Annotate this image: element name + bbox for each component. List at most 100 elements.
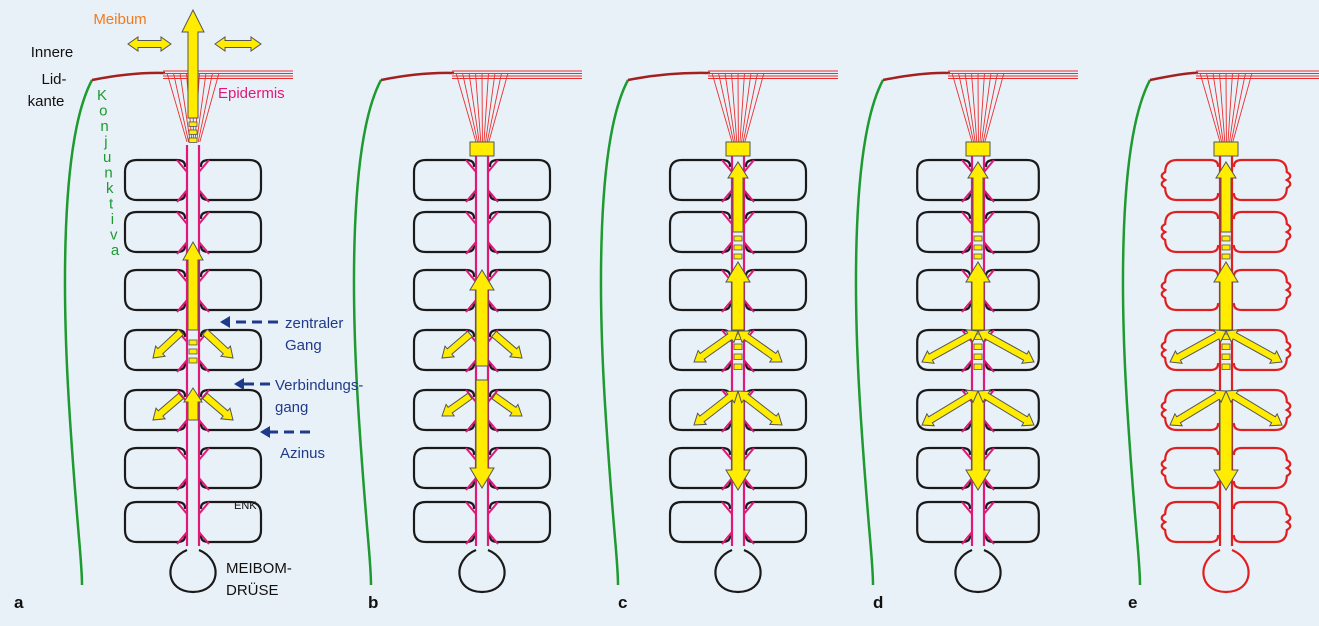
acinus [670, 330, 730, 370]
excretory-duct-line [965, 73, 975, 142]
meibum-arrow [922, 390, 978, 426]
meibum-arrow [492, 331, 522, 358]
meibum-arrow [153, 393, 183, 420]
meibum-arrow [203, 393, 233, 420]
excretory-duct-line [1233, 73, 1252, 142]
acinus [670, 270, 730, 310]
excretory-duct-line [1228, 73, 1233, 142]
acinus [125, 160, 185, 200]
conjunctiva-line [856, 80, 883, 585]
acinus [490, 212, 550, 252]
meibum-arrow [1214, 392, 1238, 490]
meibum-arrow [978, 390, 1034, 426]
excretory-duct-line [725, 73, 735, 142]
meibum-arrow [153, 329, 183, 358]
acinus [1162, 502, 1218, 542]
label-kante: kante [28, 93, 65, 110]
meibum-arrow [966, 392, 990, 490]
acinus [917, 212, 970, 252]
acinus [490, 448, 550, 488]
blocked-orifice [470, 142, 494, 156]
blocked-orifice [966, 142, 990, 156]
terminal-acinus [170, 550, 215, 592]
acinus [201, 160, 261, 200]
acinus [917, 160, 970, 200]
meibum-arrow [922, 330, 978, 364]
konjunktiva-letter: o [99, 103, 107, 120]
excretory-duct-line [486, 73, 495, 142]
meibum-segment [974, 344, 982, 350]
meibum-segment [1222, 344, 1230, 350]
acinus [1234, 502, 1290, 542]
konjunktiva-letter: n [104, 165, 112, 182]
acinus [414, 160, 474, 200]
panel-letter-a: a [14, 593, 24, 612]
lid-margin-line [883, 73, 950, 80]
acinus [1234, 160, 1290, 200]
acinus [490, 270, 550, 310]
acinus [986, 502, 1039, 542]
konjunktiva-letter: u [103, 149, 111, 166]
acinus [670, 160, 730, 200]
label-enk: ENK [234, 500, 257, 512]
acinus [917, 502, 970, 542]
meibum-segment [974, 364, 982, 370]
terminal-acinus [955, 550, 1000, 592]
panel-letter-c: c [618, 593, 627, 612]
meibum-arrow [492, 393, 522, 416]
excretory-duct-line [484, 73, 489, 142]
acinus [746, 270, 806, 310]
konjunktiva-letter: v [110, 227, 118, 244]
conjunctiva-line [354, 80, 381, 585]
excretory-duct-line [469, 73, 479, 142]
panel-c [601, 71, 838, 592]
meibum-segment [734, 364, 742, 370]
panel-letter-e: e [1128, 593, 1137, 612]
blocked-orifice [1214, 142, 1238, 156]
meibum-segment [734, 354, 742, 360]
acinus [490, 502, 550, 542]
excretory-duct-line [200, 73, 219, 142]
conjunctiva-line [65, 80, 92, 585]
lid-margin-line [628, 73, 710, 80]
label-gang2: gang [275, 399, 308, 416]
meibum-segment [1222, 354, 1230, 360]
label-verbindungs: Verbindungs- [275, 377, 363, 394]
label-zentraler: zentraler [285, 315, 343, 332]
konjunktiva-letter: i [111, 211, 114, 228]
acinus [125, 212, 185, 252]
acinus [1234, 212, 1290, 252]
acinus [490, 160, 550, 200]
acinus [414, 212, 474, 252]
excretory-duct-line [732, 73, 737, 142]
excretory-duct-line [463, 73, 478, 142]
acinus [917, 270, 970, 310]
acinus [414, 502, 474, 542]
label-epidermis: Epidermis [218, 85, 285, 102]
meibum-arrow [978, 330, 1034, 364]
lid-margin-line [381, 73, 454, 80]
label-meibom: MEIBOM- [226, 560, 292, 577]
acinus [1234, 448, 1290, 488]
excretory-duct-line [1220, 73, 1225, 142]
meibum-arrow [470, 270, 494, 366]
label-meibum: Meibum [93, 11, 146, 28]
label-lid: Lid- [41, 71, 66, 88]
acinus [986, 212, 1039, 252]
meibum-arrow [442, 331, 472, 358]
terminal-acinus [1203, 550, 1248, 592]
acinus [1162, 212, 1218, 252]
excretory-duct-line [743, 73, 757, 142]
meibum-segment [1222, 236, 1230, 241]
acinus [1162, 160, 1218, 200]
meibum-arrow [1226, 330, 1282, 364]
excretory-duct-line [740, 73, 745, 142]
meibum-segment [1222, 364, 1230, 370]
excretory-duct-line [198, 73, 212, 142]
acinus [746, 160, 806, 200]
konjunktiva-letter: n [100, 118, 108, 135]
excretory-duct-line [1207, 73, 1222, 142]
excretory-duct-line [174, 73, 189, 142]
acinus [414, 448, 474, 488]
